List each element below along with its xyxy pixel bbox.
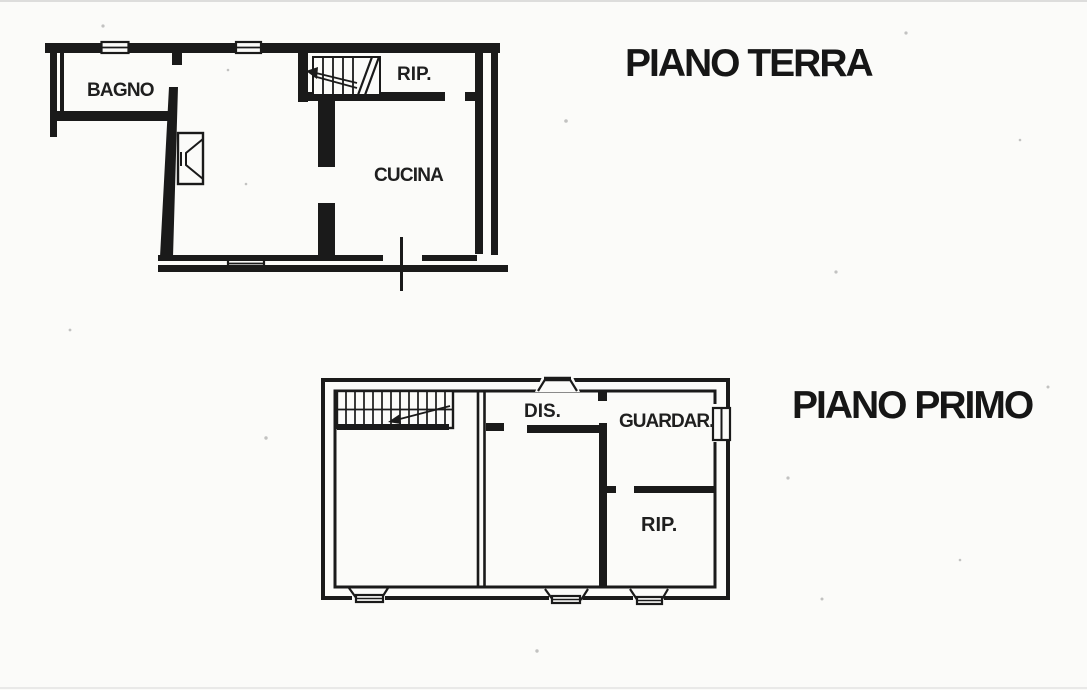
ground-floor-plan: BAGNO RIP. CUCINA PIANO TERRA xyxy=(45,40,876,291)
fireplace-funnel xyxy=(185,138,204,180)
noise-dot xyxy=(1046,385,1050,389)
room-label-rip-first: RIP. xyxy=(641,514,677,536)
noise-dot xyxy=(226,68,230,72)
window xyxy=(710,404,732,442)
first-floor-walls xyxy=(486,391,714,587)
window xyxy=(629,588,669,606)
noise-dot xyxy=(244,182,248,186)
partition-wall-double-line xyxy=(476,391,486,587)
noise-dot xyxy=(101,24,105,28)
scan-noise xyxy=(68,24,1050,653)
noise-dot xyxy=(904,31,908,35)
room-label-rip-ground: RIP. xyxy=(397,64,432,85)
floor-title-piano-primo: PIANO PRIMO xyxy=(792,384,1033,427)
scan-edge-top xyxy=(0,0,1087,2)
stairs-bottom-edge xyxy=(337,424,449,430)
noise-dot xyxy=(1018,138,1022,142)
ground-floor-walls xyxy=(45,43,508,272)
room-label-cucina: CUCINA xyxy=(374,165,444,186)
stairs-direction-arrow xyxy=(315,72,358,84)
stairs-symbol xyxy=(335,389,455,430)
noise-dot xyxy=(958,558,962,562)
room-label-bagno: BAGNO xyxy=(87,80,154,101)
exterior-wall-outer xyxy=(321,378,730,600)
noise-dot xyxy=(535,649,539,653)
window xyxy=(226,258,266,270)
noise-dot xyxy=(264,436,268,440)
window xyxy=(100,40,130,55)
noise-dot xyxy=(564,119,568,123)
stairs-break-line xyxy=(356,56,381,96)
exterior-wall-inner xyxy=(333,389,717,589)
noise-dot xyxy=(820,597,824,601)
stairs-arrowhead xyxy=(388,414,401,424)
noise-dot xyxy=(786,476,790,480)
room-label-dis: DIS. xyxy=(524,401,561,422)
window xyxy=(234,40,263,55)
stairs-treads xyxy=(322,57,354,95)
window xyxy=(544,588,589,605)
stairs-cut-line xyxy=(312,75,358,89)
first-floor-plan: DIS. GUARDAR. RIP. PIANO PRIMO xyxy=(321,375,1035,606)
scan-edge-bottom xyxy=(0,687,1087,689)
room-label-guardar: GUARDAR. xyxy=(619,411,713,432)
window xyxy=(348,587,389,604)
stairs-arrowhead xyxy=(306,67,318,79)
floor-title-piano-terra: PIANO TERRA xyxy=(625,42,874,85)
stairs-symbol xyxy=(306,56,381,96)
fireplace-symbol xyxy=(176,131,205,186)
window xyxy=(535,375,580,392)
noise-dot xyxy=(834,270,838,274)
stairs-direction-arrow xyxy=(395,405,451,421)
noise-dot xyxy=(68,328,72,332)
